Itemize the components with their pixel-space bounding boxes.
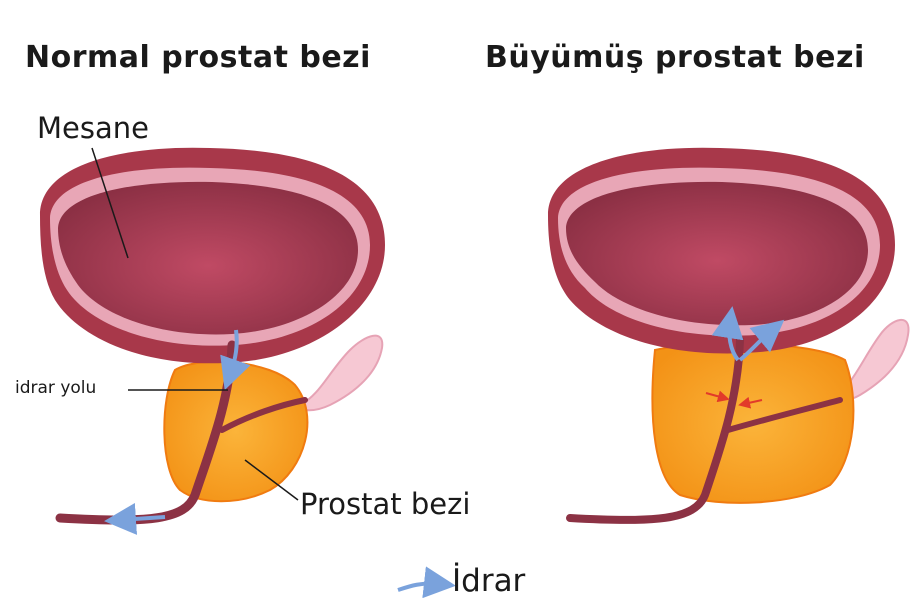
enlarged-prostate-group (548, 147, 910, 525)
ejaculatory-duct-normal (219, 397, 308, 433)
legend-urine-label: İdrar (452, 563, 526, 599)
leader-prostate (244, 459, 299, 501)
label-bladder: Mesane (37, 111, 149, 145)
compression-arrow-left (705, 390, 730, 403)
normal-prostate-group (40, 147, 385, 535)
label-prostate: Prostat bezi (300, 487, 471, 521)
leader-bladder (91, 147, 129, 259)
title-enlarged-prostate: Büyümüş prostat bezi (485, 40, 865, 75)
title-normal-prostate: Normal prostat bezi (25, 40, 371, 75)
compression-arrow-right (738, 396, 763, 409)
bladder-cavity-normal (58, 181, 358, 335)
legend-urine-arrow-icon (397, 566, 456, 599)
urine-arrow-normal-out (104, 502, 166, 535)
seminal-vesicle-left (298, 334, 384, 412)
bladder-cavity-enlarged (566, 181, 868, 326)
ejaculatory-duct-enlarged (725, 397, 843, 433)
urethra-enlarged (566, 336, 744, 525)
prostate-gland-normal (163, 360, 309, 503)
urine-arrow-normal-down (220, 329, 251, 391)
urine-arrow-enlarged-up-left (711, 306, 744, 362)
urine-arrow-enlarged-up-right (738, 319, 785, 362)
label-urethra: idrar yolu (15, 378, 97, 398)
